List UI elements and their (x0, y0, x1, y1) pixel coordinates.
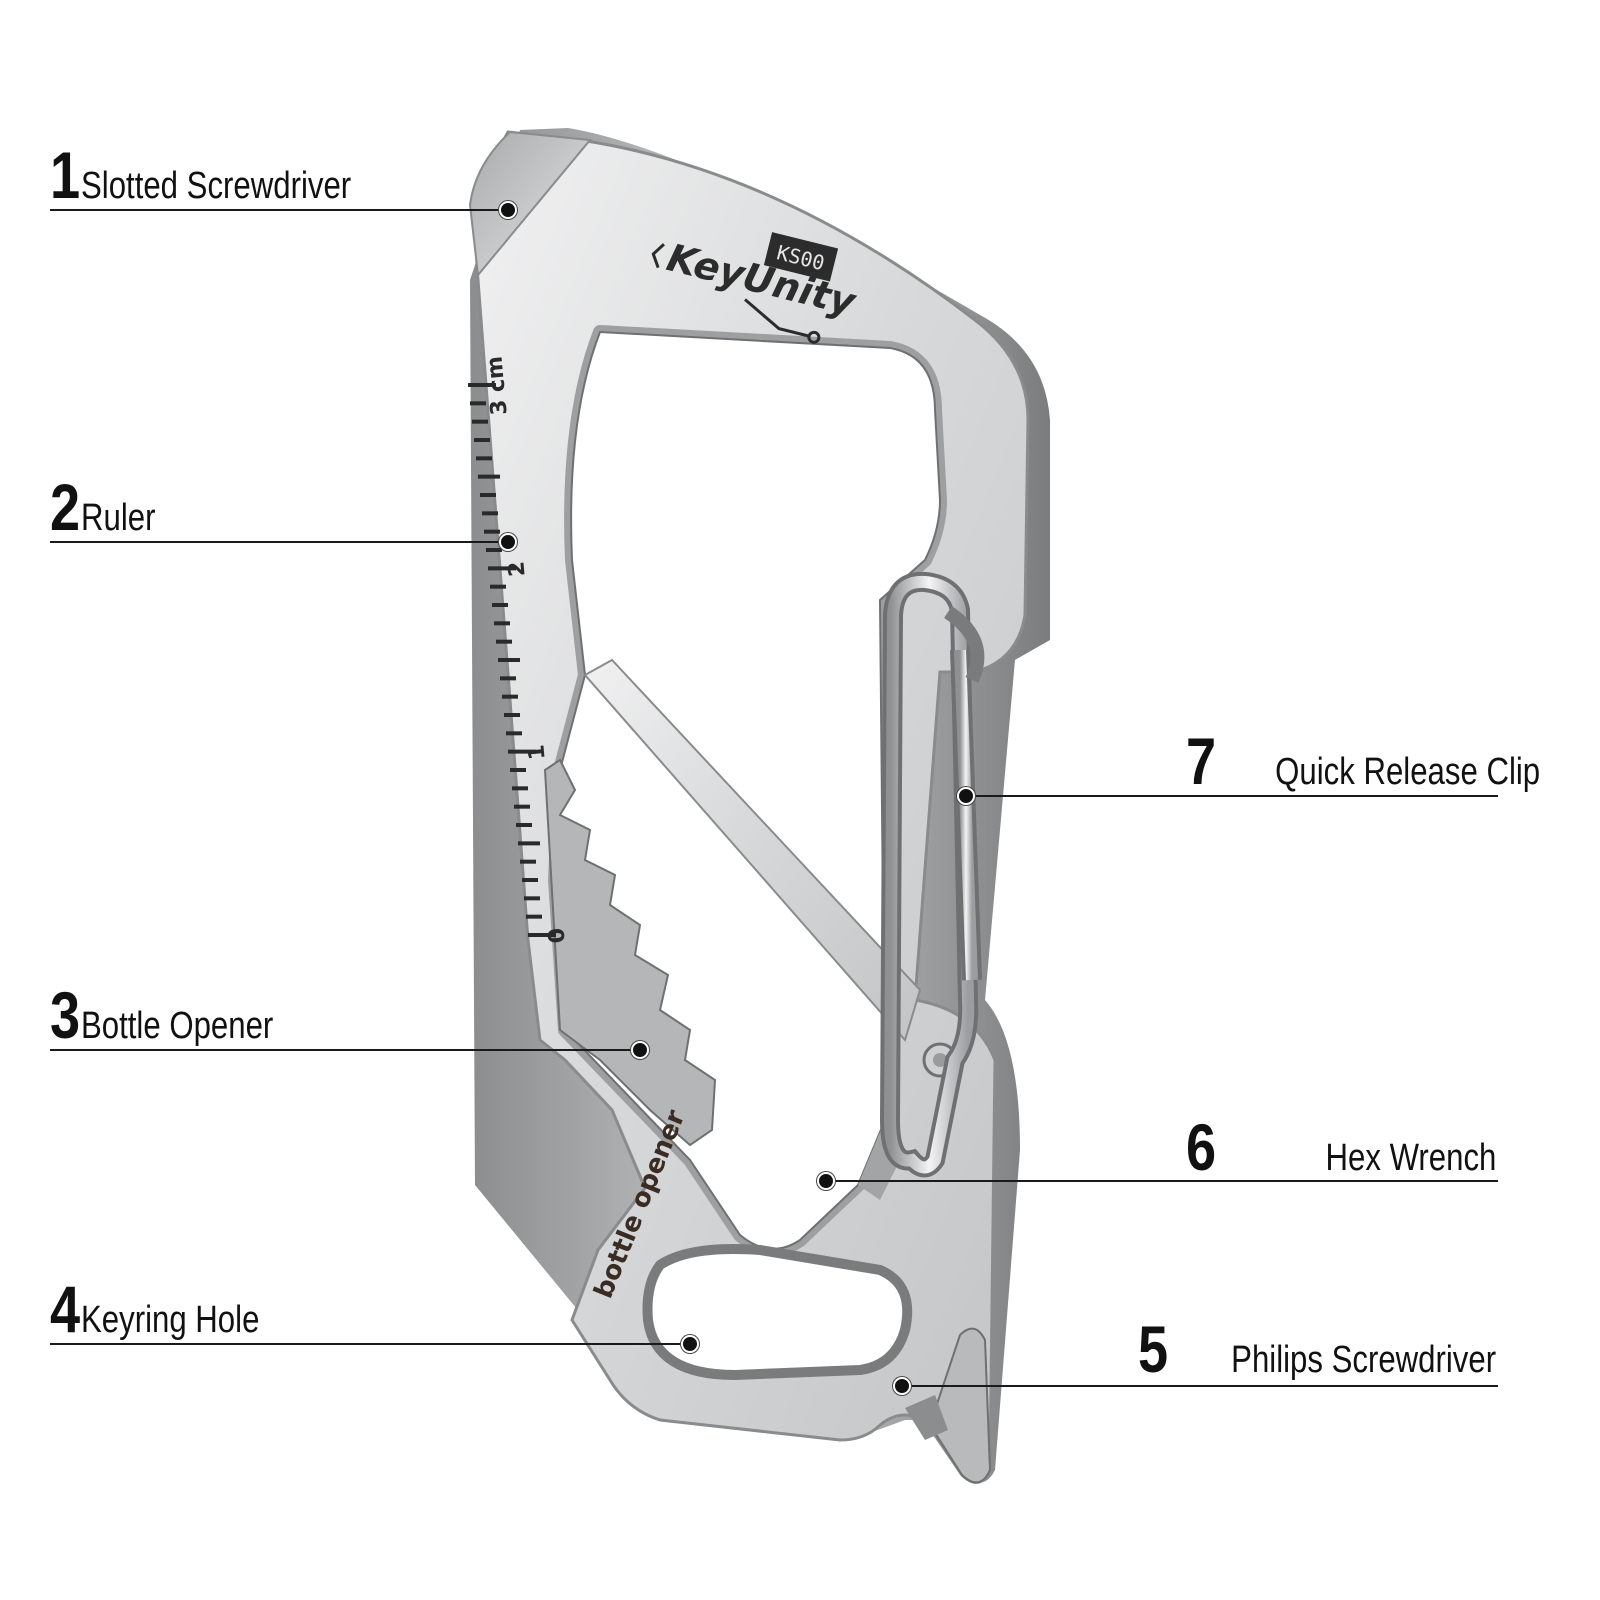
anchor-dot (499, 201, 517, 219)
callout-label: Quick Release Clip (1274, 751, 1540, 793)
anchor-dot (817, 1172, 835, 1190)
anchor-dot (631, 1041, 649, 1059)
diagonal-brace (583, 658, 922, 1043)
anchor-dot (893, 1377, 911, 1395)
ruler-ticks (468, 383, 556, 937)
callout-number: 1 (50, 138, 80, 212)
ruler-label: 0 (544, 927, 570, 944)
callout-number: 7 (1186, 724, 1216, 798)
ruler-label: 3 cm (483, 355, 513, 416)
callout-number: 6 (1186, 1110, 1216, 1184)
callout-number: 5 (1138, 1312, 1168, 1386)
callout-ruler: 2 Ruler (50, 460, 450, 540)
callout-label: Hex Wrench (1325, 1137, 1496, 1179)
callout-quick-release-clip: 7 Quick Release Clip (1186, 714, 1540, 798)
ruler-labels: 0 1 2 3 cm (483, 355, 571, 944)
callout-label: Slotted Screwdriver (80, 165, 351, 207)
callout-bottle-opener: 3 Bottle Opener (50, 968, 450, 1048)
bottle-opener-teeth (543, 758, 717, 1147)
callout-number: 3 (50, 978, 80, 1052)
callout-keyring-hole: 4 Keyring Hole (50, 1262, 450, 1342)
ruler-label: 1 (524, 744, 550, 761)
callout-number: 4 (50, 1272, 80, 1346)
callout-number: 2 (50, 470, 80, 544)
callout-philips-screwdriver: 5 Philips Screwdriver (1100, 1302, 1496, 1382)
quick-release-wire-clip (879, 571, 985, 1178)
leader-line (50, 1343, 690, 1345)
philips-screwdriver-tip (928, 1327, 992, 1484)
callout-label: Ruler (80, 497, 156, 539)
ruler-label: 2 (504, 560, 530, 577)
slotted-screwdriver-tip (468, 130, 592, 278)
leader-line (966, 795, 1498, 797)
callout-label: Philips Screwdriver (1231, 1339, 1496, 1381)
callout-slotted-screwdriver: 1 Slotted Screwdriver (50, 128, 450, 208)
model-badge (763, 232, 839, 282)
keyring-hole-shape (642, 1244, 913, 1381)
leader-line (50, 541, 508, 543)
leader-line (50, 209, 508, 211)
callout-label: Keyring Hole (80, 1299, 260, 1341)
anchor-dot (957, 787, 975, 805)
callout-hex-wrench: 6 Hex Wrench (1186, 1100, 1496, 1180)
callout-label: Bottle Opener (80, 1005, 273, 1047)
leader-line (902, 1385, 1498, 1387)
anchor-dot (499, 533, 517, 551)
leader-line (50, 1049, 640, 1051)
leader-line (826, 1180, 1498, 1182)
anchor-dot (681, 1335, 699, 1353)
